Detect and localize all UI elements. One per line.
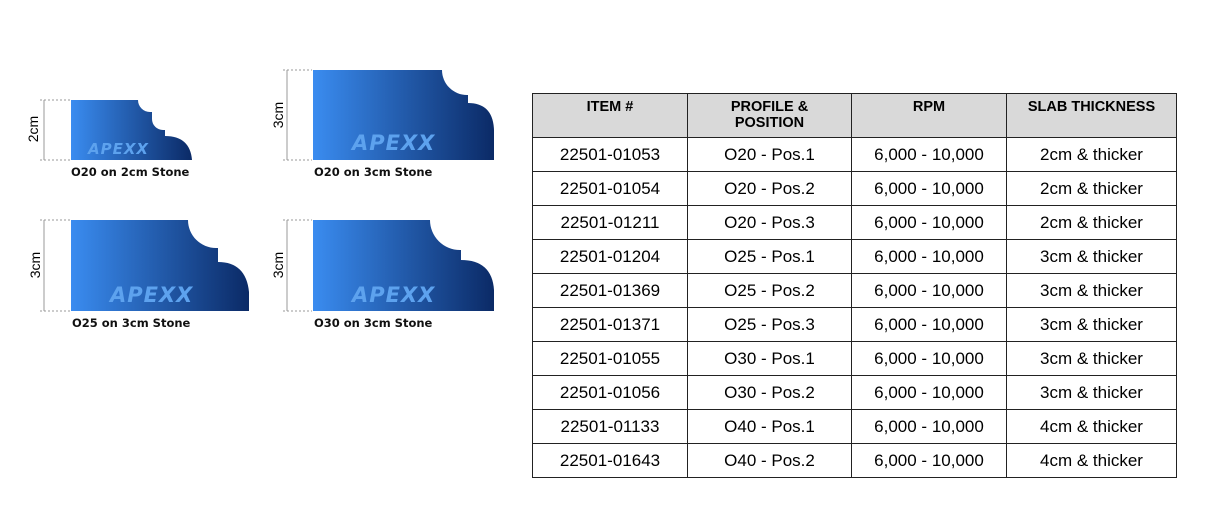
header-rpm: RPM bbox=[851, 93, 1007, 138]
slab-thickness-cell: 2cm & thicker bbox=[1006, 205, 1177, 240]
header-item: ITEM # bbox=[532, 93, 688, 138]
header-slab-thickness: SLAB THICKNESS bbox=[1006, 93, 1177, 138]
profile-position-cell: O25 - Pos.1 bbox=[687, 239, 852, 274]
profile-position-cell: O20 - Pos.2 bbox=[687, 171, 852, 206]
item-number-cell: 22501-01371 bbox=[532, 307, 688, 342]
item-number-cell: 22501-01055 bbox=[532, 341, 688, 376]
profile-position-cell: O20 - Pos.1 bbox=[687, 137, 852, 172]
profile-position-cell: O25 - Pos.2 bbox=[687, 273, 852, 308]
profile-position-cell: O40 - Pos.1 bbox=[687, 409, 852, 444]
profile-position-cell: O25 - Pos.3 bbox=[687, 307, 852, 342]
rpm-cell: 6,000 - 10,000 bbox=[851, 239, 1007, 274]
profile-position-cell: O40 - Pos.2 bbox=[687, 443, 852, 478]
rpm-cell: 6,000 - 10,000 bbox=[851, 443, 1007, 478]
slab-thickness-cell: 3cm & thicker bbox=[1006, 273, 1177, 308]
slab-thickness-cell: 3cm & thicker bbox=[1006, 375, 1177, 410]
profile-caption: O25 on 3cm Stone bbox=[72, 316, 191, 330]
item-number-cell: 22501-01053 bbox=[532, 137, 688, 172]
item-number-cell: 22501-01204 bbox=[532, 239, 688, 274]
slab-thickness-cell: 3cm & thicker bbox=[1006, 341, 1177, 376]
profile-position-cell: O30 - Pos.2 bbox=[687, 375, 852, 410]
slab-thickness-cell: 3cm & thicker bbox=[1006, 239, 1177, 274]
rpm-cell: 6,000 - 10,000 bbox=[851, 341, 1007, 376]
header-profile-position: PROFILE & POSITION bbox=[687, 93, 852, 138]
rpm-cell: 6,000 - 10,000 bbox=[851, 375, 1007, 410]
profile-position-cell: O30 - Pos.1 bbox=[687, 341, 852, 376]
item-number-cell: 22501-01054 bbox=[532, 171, 688, 206]
rpm-cell: 6,000 - 10,000 bbox=[851, 409, 1007, 444]
slab-thickness-cell: 3cm & thicker bbox=[1006, 307, 1177, 342]
brand-watermark: APEXX bbox=[352, 131, 436, 155]
profile-o30-3cm-shape bbox=[283, 219, 494, 312]
item-number-cell: 22501-01643 bbox=[532, 443, 688, 478]
item-number-cell: 22501-01369 bbox=[532, 273, 688, 308]
brand-watermark: APEXX bbox=[110, 283, 194, 307]
item-number-cell: 22501-01211 bbox=[532, 205, 688, 240]
rpm-cell: 6,000 - 10,000 bbox=[851, 137, 1007, 172]
brand-watermark: APEXX bbox=[352, 283, 436, 307]
rpm-cell: 6,000 - 10,000 bbox=[851, 307, 1007, 342]
item-number-cell: 22501-01133 bbox=[532, 409, 688, 444]
rpm-cell: 6,000 - 10,000 bbox=[851, 273, 1007, 308]
rpm-cell: 6,000 - 10,000 bbox=[851, 171, 1007, 206]
profile-caption: O20 on 3cm Stone bbox=[314, 165, 433, 179]
profile-o25-3cm-shape bbox=[40, 219, 249, 312]
slab-thickness-cell: 4cm & thicker bbox=[1006, 409, 1177, 444]
profile-o20-3cm-shape bbox=[283, 69, 494, 161]
slab-thickness-cell: 2cm & thicker bbox=[1006, 137, 1177, 172]
profile-caption: O20 on 2cm Stone bbox=[71, 165, 190, 179]
item-number-cell: 22501-01056 bbox=[532, 375, 688, 410]
profile-o20-2cm-shape bbox=[40, 99, 192, 161]
brand-watermark: APEXX bbox=[88, 140, 149, 158]
rpm-cell: 6,000 - 10,000 bbox=[851, 205, 1007, 240]
table-header-row: ITEM # PROFILE & POSITION RPM SLAB THICK… bbox=[532, 93, 1177, 138]
profile-position-cell: O20 - Pos.3 bbox=[687, 205, 852, 240]
profile-caption: O30 on 3cm Stone bbox=[314, 316, 433, 330]
slab-thickness-cell: 2cm & thicker bbox=[1006, 171, 1177, 206]
thickness-label: 3cm bbox=[270, 251, 287, 279]
slab-thickness-cell: 4cm & thicker bbox=[1006, 443, 1177, 478]
product-table: ITEM # PROFILE & POSITION RPM SLAB THICK… bbox=[532, 93, 1177, 478]
